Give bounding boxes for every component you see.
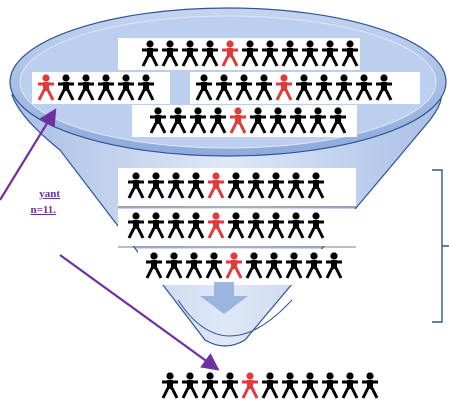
person-icon [185, 252, 203, 279]
person-icon [261, 40, 279, 67]
person-icon [161, 40, 179, 67]
person-icon [215, 74, 233, 101]
person-icon [195, 74, 213, 101]
person-icon [205, 252, 223, 279]
person-icon [307, 172, 325, 199]
person-icon [355, 74, 373, 101]
person-icon [137, 74, 155, 101]
person-icon [295, 74, 313, 101]
person-icon [221, 372, 239, 399]
person-icon [315, 74, 333, 101]
person-icon [329, 107, 347, 134]
person-icon [201, 40, 219, 67]
person-icon [241, 40, 259, 67]
highlight-person-icon [207, 212, 225, 239]
person-icon [245, 252, 263, 279]
person-icon [167, 212, 185, 239]
person-icon [285, 252, 303, 279]
person-icon [141, 40, 159, 67]
person-icon [305, 252, 323, 279]
funnel-neck [177, 299, 293, 337]
person-icon [235, 74, 253, 101]
person-icon [287, 172, 305, 199]
person-icon [145, 252, 163, 279]
person-icon [201, 372, 219, 399]
highlight-person-icon [241, 372, 259, 399]
person-icon [189, 107, 207, 134]
person-icon [57, 74, 75, 101]
person-icon [267, 212, 285, 239]
person-icon [281, 372, 299, 399]
person-icon [249, 107, 267, 134]
left-label-line1: yant [39, 188, 60, 200]
person-icon [269, 107, 287, 134]
person-icon [309, 107, 327, 134]
person-icon [181, 372, 199, 399]
person-icon [261, 372, 279, 399]
person-icon [127, 172, 145, 199]
highlight-person-icon [37, 74, 55, 101]
person-icon [169, 107, 187, 134]
person-icon [267, 172, 285, 199]
person-icon [127, 212, 145, 239]
person-icon [341, 372, 359, 399]
person-icon [227, 172, 245, 199]
person-icon [165, 252, 183, 279]
purple-arrow-up [0, 108, 57, 201]
body-panel-3 [138, 249, 338, 285]
person-icon [187, 212, 205, 239]
highlight-person-icon [221, 40, 239, 67]
person-icon [287, 212, 305, 239]
down-arrow [200, 282, 248, 314]
people-rows [37, 40, 393, 399]
highlight-person-icon [229, 107, 247, 134]
right-bracket [432, 169, 449, 323]
rim-panel-top [118, 38, 360, 70]
person-icon [307, 212, 325, 239]
person-icon [255, 74, 273, 101]
person-icon [209, 107, 227, 134]
person-icon [265, 252, 283, 279]
person-icon [147, 172, 165, 199]
purple-arrow-down [59, 254, 220, 371]
person-icon [301, 40, 319, 67]
person-icon [321, 40, 339, 67]
highlight-person-icon [225, 252, 243, 279]
person-icon [149, 107, 167, 134]
left-label-line2: n=11. [30, 204, 56, 216]
person-icon [289, 107, 307, 134]
person-icon [325, 252, 343, 279]
person-icon [341, 40, 359, 67]
person-icon [335, 74, 353, 101]
person-icon [361, 372, 379, 399]
highlight-person-icon [207, 172, 225, 199]
person-icon [281, 40, 299, 67]
person-icon [187, 172, 205, 199]
person-icon [247, 212, 265, 239]
person-icon [181, 40, 199, 67]
highlight-person-icon [275, 74, 293, 101]
person-icon [167, 172, 185, 199]
person-icon [77, 74, 95, 101]
person-icon [117, 74, 135, 101]
person-icon [147, 212, 165, 239]
person-icon [375, 74, 393, 101]
person-icon [321, 372, 339, 399]
person-icon [247, 172, 265, 199]
person-icon [161, 372, 179, 399]
person-icon [301, 372, 319, 399]
person-icon [97, 74, 115, 101]
person-icon [227, 212, 245, 239]
